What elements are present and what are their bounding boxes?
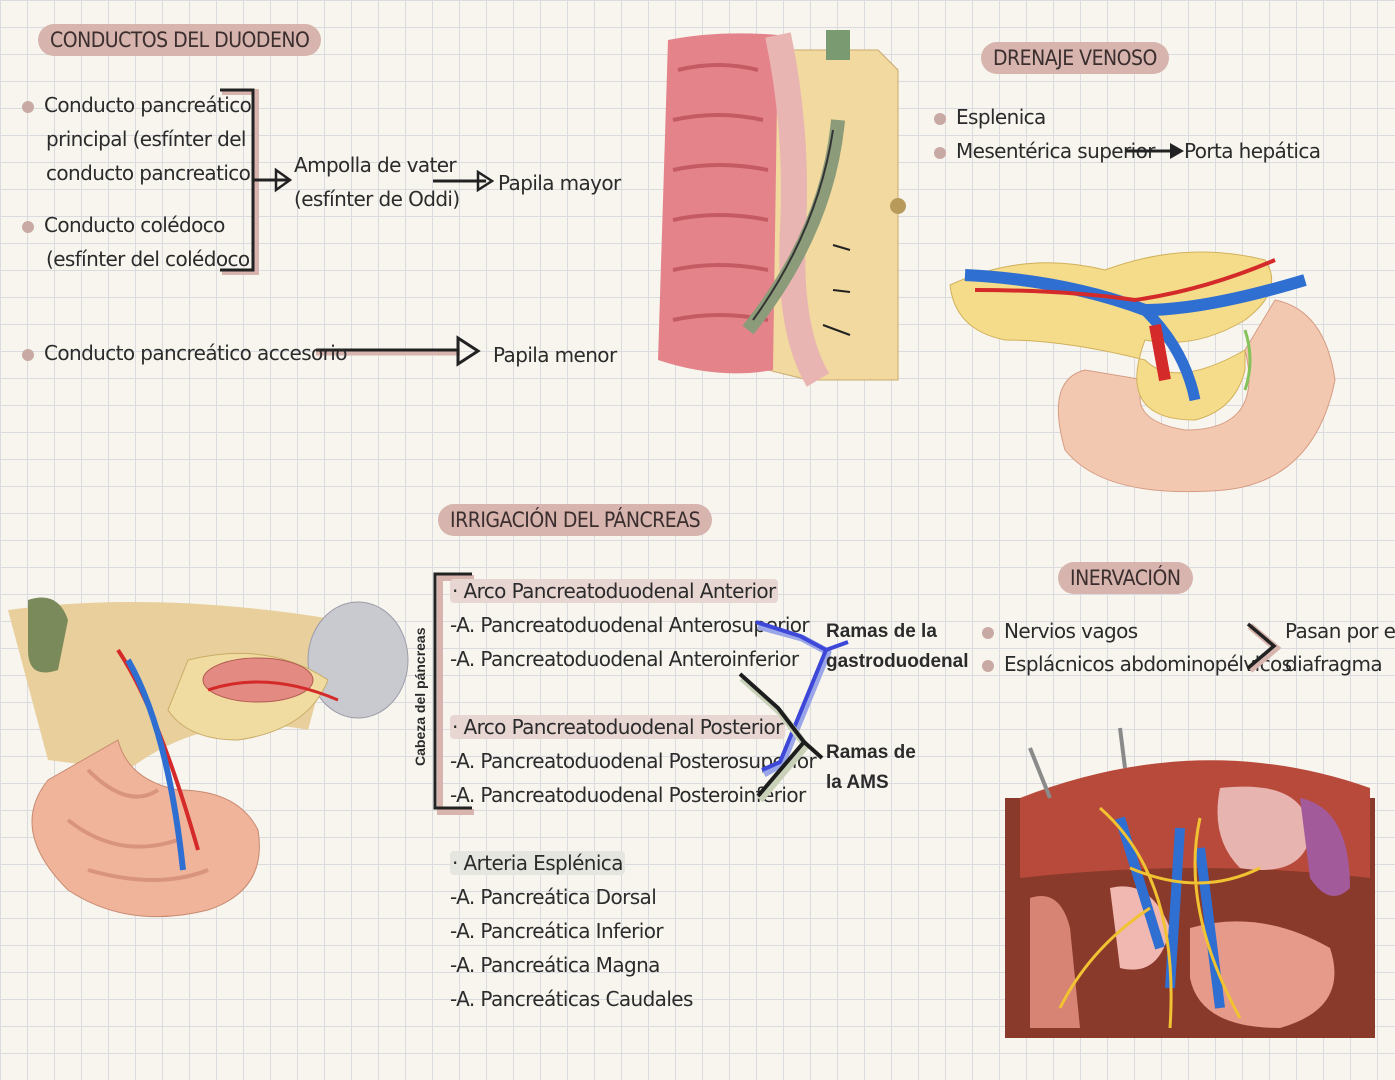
arco-anterior-text: · Arco Pancreatoduodenal Anterior	[450, 579, 778, 603]
ramas-connectors	[738, 620, 849, 803]
inervacion-title: INERVACIÓN	[1058, 562, 1193, 594]
ramas-gd-l2: gastroduodenal	[826, 651, 969, 672]
drenaje-title: DRENAJE VENOSO	[981, 42, 1169, 74]
bullet-dot	[22, 220, 34, 233]
arco-anterior: · Arco Pancreatoduodenal Anterior	[450, 574, 778, 608]
anterosuperior: -A. Pancreatoduodenal Anterosuperior	[450, 613, 810, 637]
bullet-dot	[22, 348, 34, 361]
pasan-l1: Pasan por el	[1285, 619, 1395, 643]
inervacion-chevron-icon	[1246, 622, 1282, 673]
bullet-dot	[934, 112, 946, 125]
papila-menor: Papila menor	[493, 343, 617, 367]
inervacion-item-vagos: Nervios vagos	[982, 614, 1138, 648]
bullet-dot	[22, 100, 34, 113]
bullet-dot	[982, 626, 994, 639]
pasan-l2: diafragma	[1285, 652, 1383, 676]
papila-mayor: Papila mayor	[498, 171, 621, 195]
conducto-accesorio-item: Conducto pancreático accesorio	[22, 336, 347, 370]
arteria-esplenica: · Arteria Esplénica	[450, 846, 625, 880]
ampolla-l2: (esfínter de Oddi)	[294, 187, 460, 211]
conducto-coledoco-l2: (esfínter del colédoco)	[46, 247, 257, 271]
pancreas-venas-illustration	[949, 251, 1336, 493]
conducto-principal-l3: conducto pancreatico)	[46, 161, 258, 185]
drenaje-item-mesenterica: Mesentérica superior	[934, 134, 1155, 168]
anteroinferior: -A. Pancreatoduodenal Anteroinferior	[450, 647, 799, 671]
conducto-principal-l1: Conducto pancreático	[44, 93, 252, 117]
arco-posterior: · Arco Pancreatoduodenal Posterior	[450, 710, 785, 744]
conducto-coledoco-l1: Conducto colédoco	[44, 213, 225, 237]
conducto-coledoco-item: Conducto colédoco	[22, 208, 225, 242]
esplacnicos: Esplácnicos abdominopélvicos	[1004, 652, 1292, 676]
cabeza-bracket	[433, 572, 474, 815]
posteroinferior: -A. Pancreatoduodenal Posteroinferior	[450, 783, 806, 807]
arteria-esplenica-text: · Arteria Esplénica	[450, 851, 625, 875]
pancreatica-dorsal: -A. Pancreática Dorsal	[450, 885, 657, 909]
pancreas-arterias-illustration	[8, 597, 409, 918]
conductos-title: CONDUCTOS DEL DUODENO	[38, 24, 322, 56]
ramas-ams-l1: Ramas de	[826, 742, 916, 763]
pancreatica-inferior: -A. Pancreática Inferior	[450, 919, 664, 943]
abdomen-nervios-illustration	[1005, 727, 1375, 1038]
drenaje-destino: Porta hepática	[1184, 139, 1321, 163]
conducto-principal-l2: principal (esfínter del	[46, 127, 246, 151]
arrow-head-icon	[274, 167, 293, 193]
bullet-dot	[982, 659, 994, 672]
inervacion-item-esplacnicos: Esplácnicos abdominopélvicos	[982, 647, 1292, 681]
pancreatica-magna: -A. Pancreática Magna	[450, 953, 660, 977]
arco-posterior-text: · Arco Pancreatoduodenal Posterior	[450, 715, 785, 739]
conducto-accesorio: Conducto pancreático accesorio	[44, 341, 347, 365]
arrow-head-icon	[456, 335, 481, 367]
ampolla-l1: Ampolla de vater	[294, 153, 457, 177]
conducto-principal-item: Conducto pancreático	[22, 88, 252, 122]
nervios-vagos: Nervios vagos	[1004, 619, 1138, 643]
ramas-ams-l2: la AMS	[826, 772, 889, 793]
ramas-gd-l1: Ramas de la	[826, 621, 937, 642]
irrigacion-title: IRRIGACIÓN DEL PÁNCREAS	[438, 504, 713, 536]
drenaje-esplenica: Esplenica	[956, 105, 1046, 129]
duodeno-illustration	[658, 30, 906, 387]
posterosuperior: -A. Pancreatoduodenal Posterosuperior	[450, 749, 817, 773]
drenaje-arrow-icon	[1126, 143, 1184, 159]
cabeza-pancreas-label: Cabeza del páncreas	[412, 627, 428, 766]
drenaje-mesenterica: Mesentérica superior	[956, 139, 1155, 163]
pancreaticas-caudales: -A. Pancreáticas Caudales	[450, 987, 693, 1011]
drenaje-item-esplenica: Esplenica	[934, 100, 1046, 134]
bullet-dot	[934, 146, 946, 159]
arrow-head-icon	[476, 169, 495, 193]
